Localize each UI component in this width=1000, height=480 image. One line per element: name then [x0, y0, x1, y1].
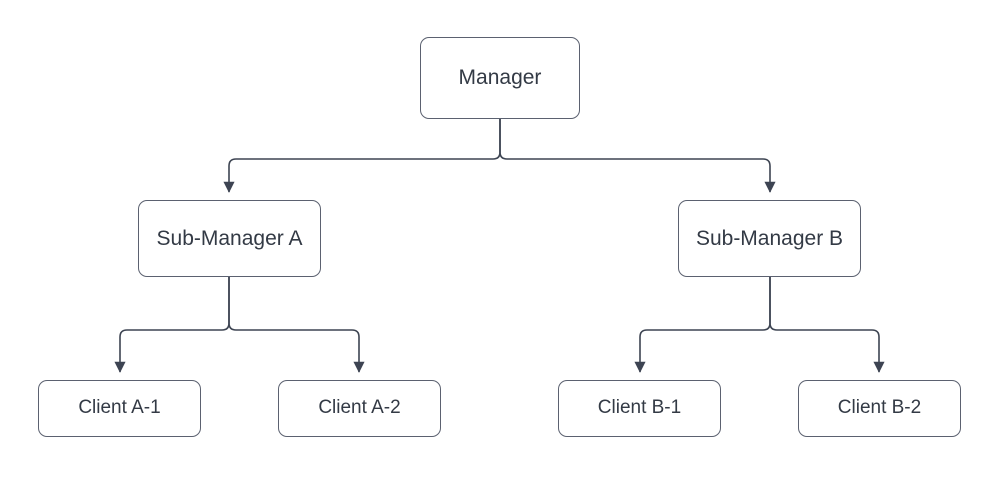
- node-sub-manager-a[interactable]: Sub-Manager A: [138, 200, 321, 277]
- edge-sub-manager-b-to-client-b-1: [634, 277, 771, 373]
- node-manager[interactable]: Manager: [420, 37, 580, 119]
- node-manager-label: Manager: [458, 66, 542, 90]
- node-client-a-2[interactable]: Client A-2: [278, 380, 441, 437]
- edge-sub-manager-a-to-client-a-2: [228, 277, 365, 373]
- edge-sub-manager-a-to-client-a-1: [114, 277, 230, 373]
- edge-manager-to-sub-manager-a: [223, 119, 501, 193]
- node-client-a-2-label: Client A-2: [318, 397, 401, 419]
- node-sub-manager-b[interactable]: Sub-Manager B: [678, 200, 861, 277]
- node-client-a-1-label: Client A-1: [78, 397, 161, 419]
- node-client-a-1[interactable]: Client A-1: [38, 380, 201, 437]
- node-client-b-1-label: Client B-1: [597, 397, 682, 419]
- node-sub-manager-b-label: Sub-Manager B: [695, 226, 844, 250]
- node-sub-manager-a-label: Sub-Manager A: [156, 226, 303, 250]
- node-client-b-2[interactable]: Client B-2: [798, 380, 961, 437]
- node-client-b-2-label: Client B-2: [837, 397, 922, 419]
- edge-manager-to-sub-manager-b: [499, 119, 776, 193]
- edge-sub-manager-b-to-client-b-2: [769, 277, 885, 373]
- node-client-b-1[interactable]: Client B-1: [558, 380, 721, 437]
